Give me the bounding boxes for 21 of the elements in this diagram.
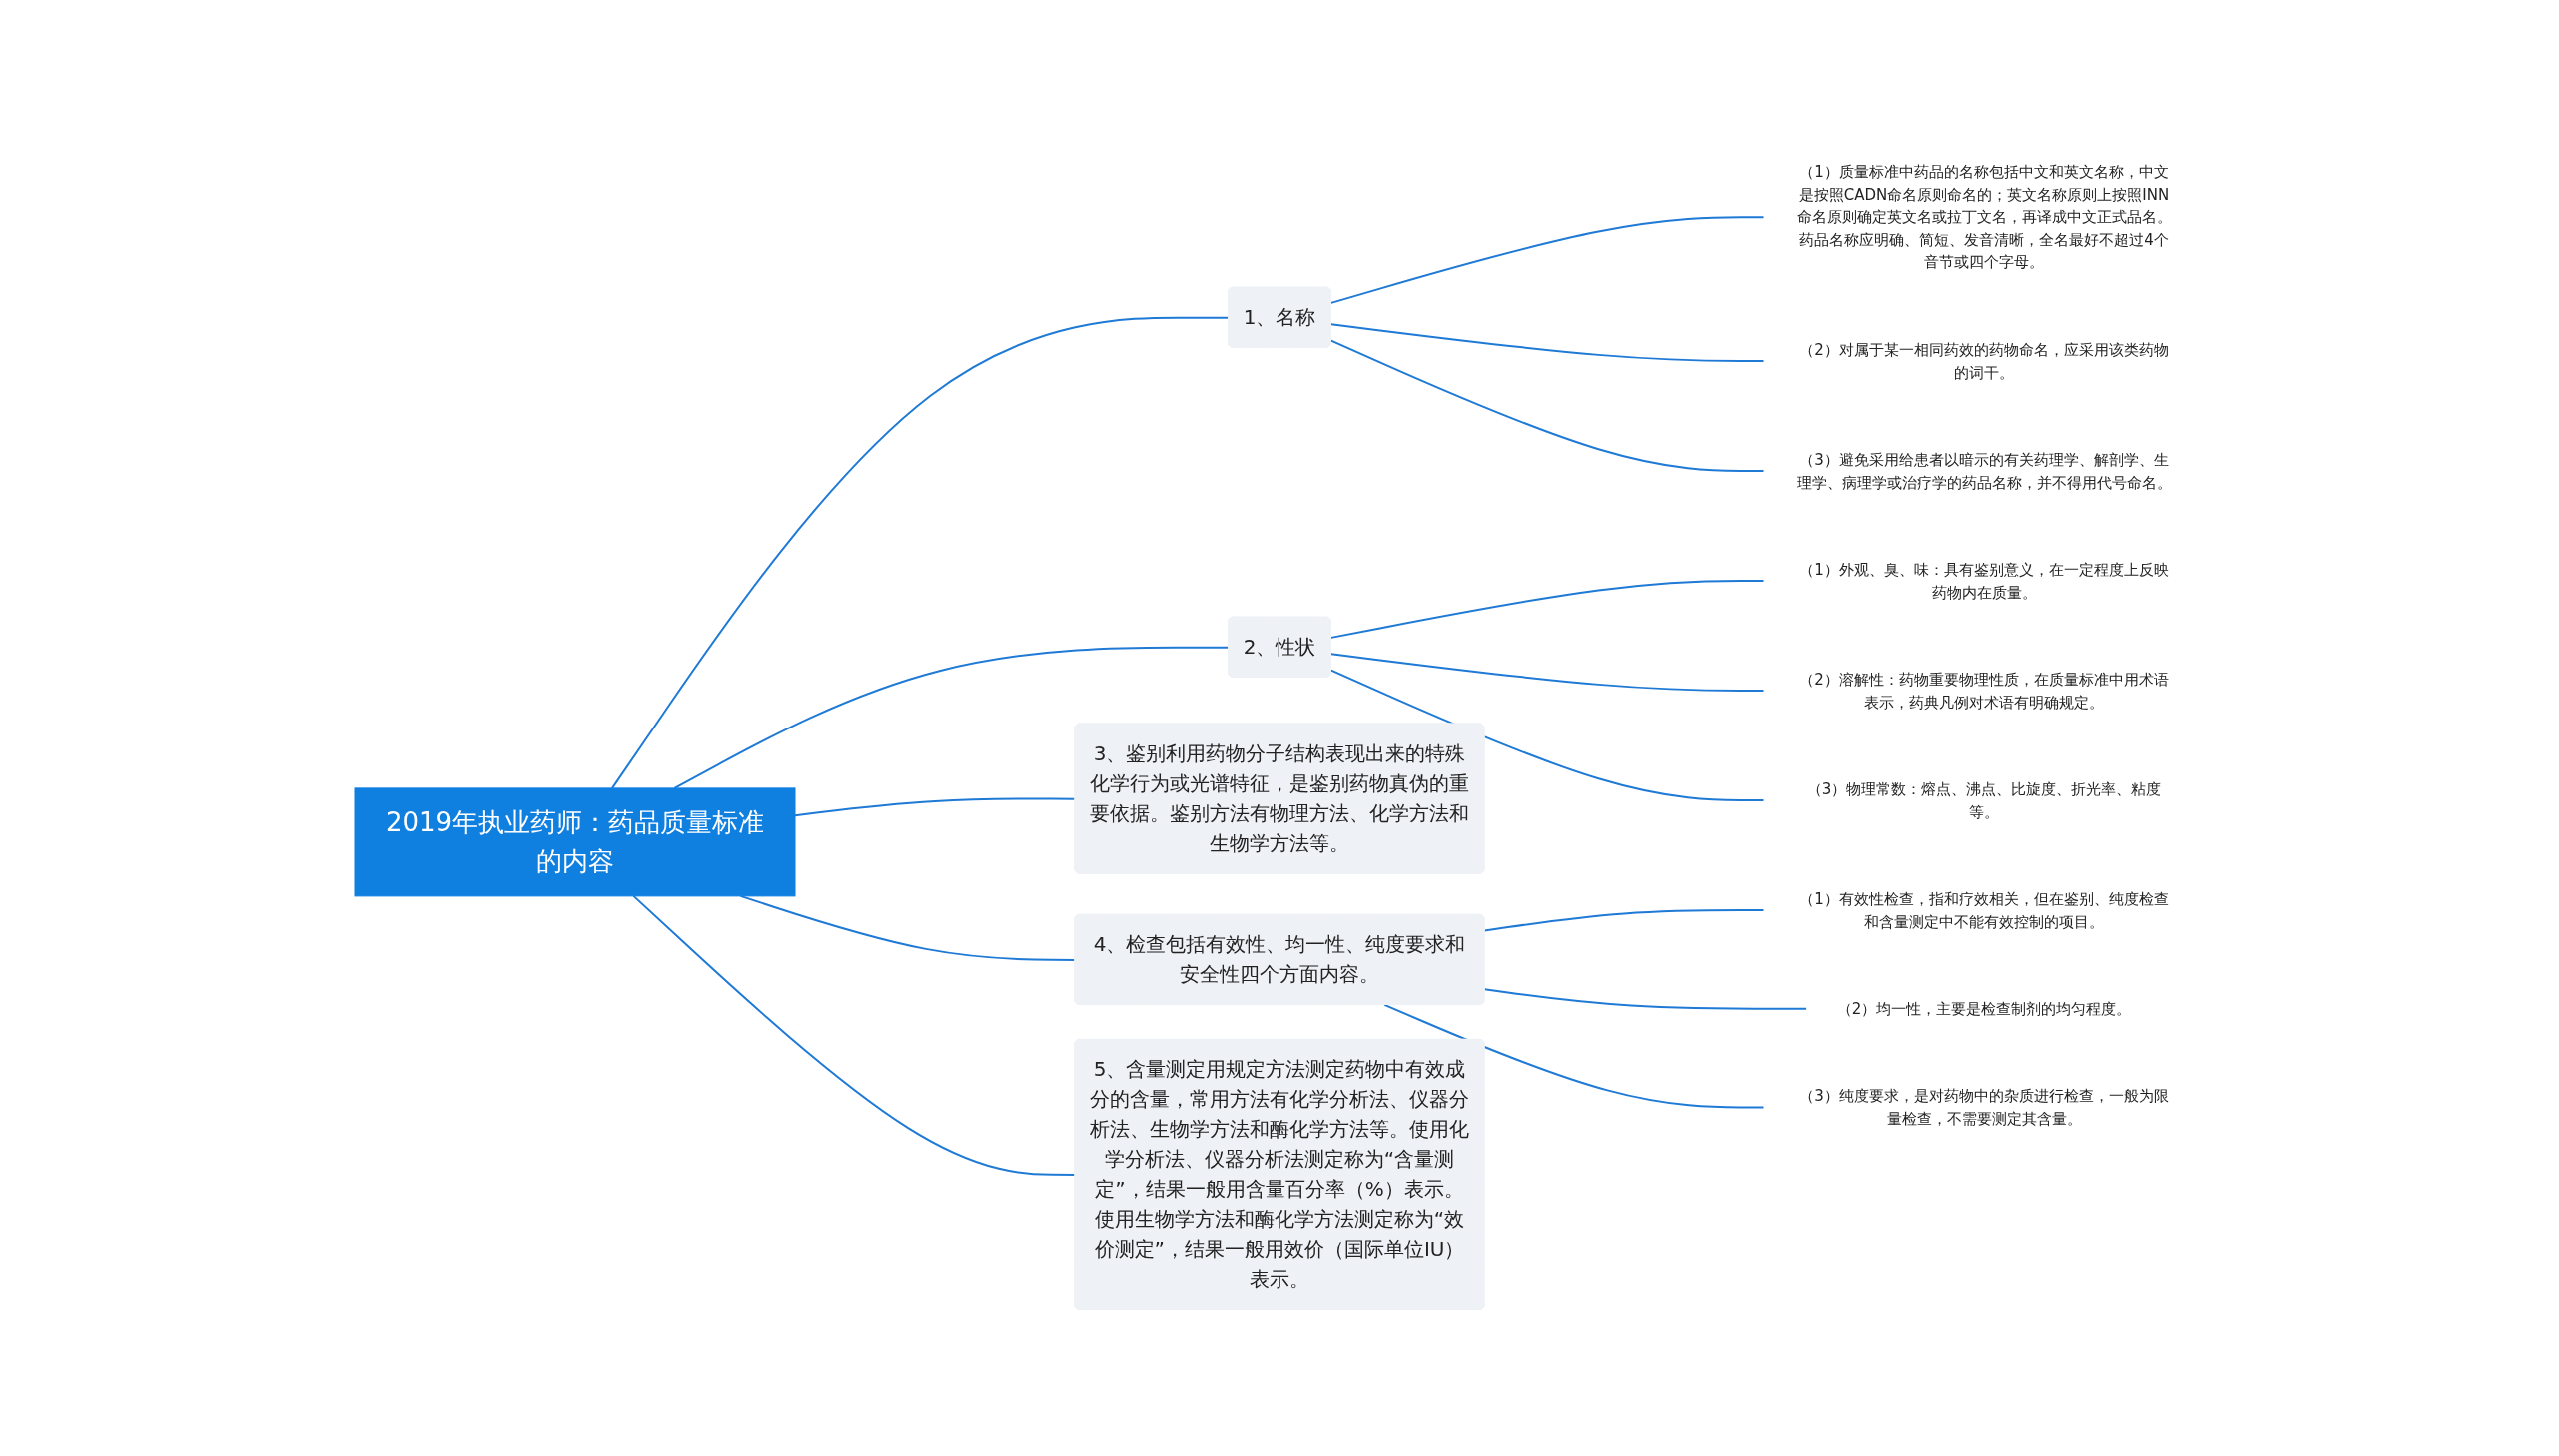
node-text: （3）避免采用给患者以暗示的有关药理学、解剖学、生理学、病理学或治疗学的药品名称，并不得用代号命名。 <box>1796 450 2172 492</box>
connector <box>1483 988 1808 1011</box>
node-text: （1）外观、臭、味：具有鉴别意义，在一定程度上反映药物内在质量。 <box>1799 560 2169 602</box>
node-text: （2）对属于某一相同药效的药物命名，应采用该类药物的词干。 <box>1799 340 2169 382</box>
node-text: （3）纯度要求，是对药物中的杂质进行检查，一般为限量检查，不需要测定其含量。 <box>1799 1087 2169 1128</box>
node-text: （3）物理常数：熔点、沸点、比旋度、折光率、粘度等。 <box>1806 779 2162 821</box>
node-text: （2）均一性，主要是检查制剂的均匀程度。 <box>1836 999 2132 1018</box>
connector <box>1329 669 1765 802</box>
connector <box>1483 909 1765 932</box>
connector <box>1329 580 1765 640</box>
connector <box>1329 216 1765 305</box>
node-text: （2）溶解性：药物重要物理性质，在质量标准中用术语表示，药典凡例对术语有明确规定。 <box>1799 670 2169 712</box>
node-text: （1）有效性检查，指和疗效相关，但在鉴别、纯度检查和含量测定中不能有效控制的项目。 <box>1799 889 2169 931</box>
connector <box>1329 653 1765 693</box>
connector <box>1383 1004 1765 1109</box>
node-box: 2019年执业药师：药品质量标准的内容 <box>354 787 796 897</box>
connector <box>794 797 1077 817</box>
connector <box>632 895 1077 1177</box>
connector <box>1329 339 1765 473</box>
node-text: （1）质量标准中药品的名称包括中文和英文名称，中文是按照CADN命名原则命名的；英文名称原则上按照INN命名原则确定英文名或拉丁文名，再译成中文正式品名。药品名称应明确、简短、发音清晰，全名最好不超过4个音节或四个字母。 <box>1796 163 2172 272</box>
connector <box>1329 323 1765 363</box>
